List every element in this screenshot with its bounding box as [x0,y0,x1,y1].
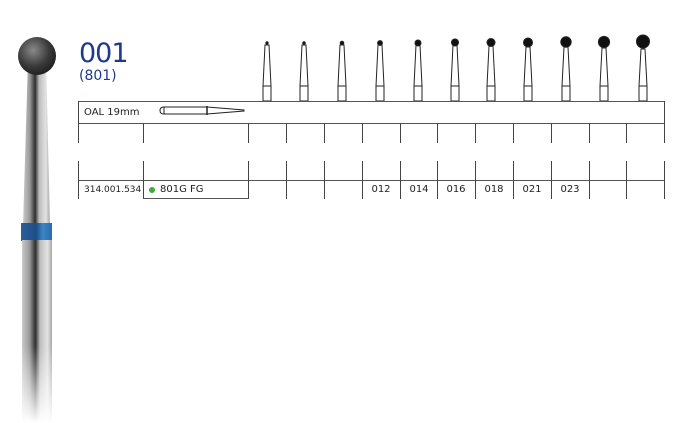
size-cell: 016 [446,184,466,195]
bur-icon [262,34,650,102]
drill-bur-photo [0,35,80,423]
size-cell: 014 [409,184,429,195]
oal-bur-outline-icon [159,106,245,115]
size-cell: 018 [484,184,504,195]
oal-label: OAL 19mm [84,107,140,118]
product-code: 001 [79,38,129,69]
size-cell: 021 [522,184,542,195]
bur-size-illustrations [262,34,650,102]
size-cell: 023 [560,184,580,195]
size-cell: 012 [371,184,391,195]
variant-label: 801G FG [160,184,204,195]
product-alt-code: (801) [79,68,117,84]
status-dot-icon [149,187,155,193]
reference-number: 314.001.534 [84,185,142,195]
